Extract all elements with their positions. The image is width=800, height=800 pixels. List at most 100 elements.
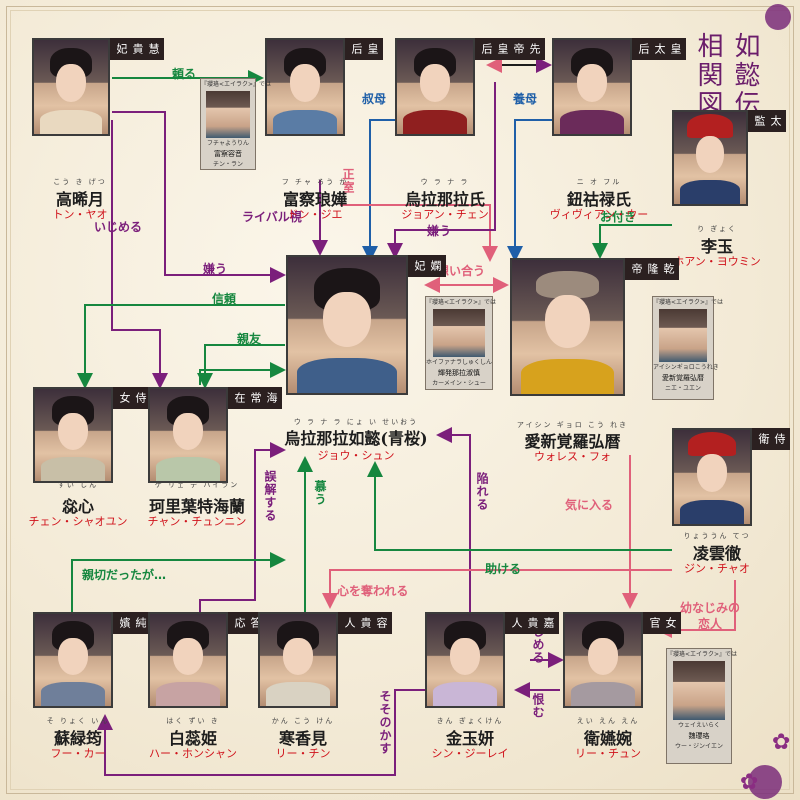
name-ruby: はく ずい き xyxy=(166,717,220,725)
name-ruby: ウ ラ ナ ラ xyxy=(420,178,470,186)
label-shinsetsu: 親切だったが… xyxy=(82,568,167,582)
line-shinsetsu xyxy=(71,552,286,612)
name-ruby: ずい しん xyxy=(57,481,99,489)
line-iyau1 xyxy=(112,111,286,283)
label-rival: ライバル視 xyxy=(242,210,302,224)
portrait xyxy=(33,612,113,708)
portrait xyxy=(258,612,338,708)
portrait xyxy=(286,255,408,395)
name-kanji: 李玉 xyxy=(700,237,733,256)
name-kanji: 鈕祜禄氏 xyxy=(566,190,631,209)
rank-tag: 侍衛 xyxy=(752,428,790,450)
actor-kana: ジン・チャオ xyxy=(684,562,750,575)
name-kanji: 白蕊姫 xyxy=(168,729,217,748)
name-kanji: 烏拉那拉氏 xyxy=(404,190,485,209)
actor-kana: ジョアン・チェン xyxy=(401,208,489,221)
rank-tag: 乾隆帝 xyxy=(625,258,679,280)
name-kanji: 珂里葉特海蘭 xyxy=(148,497,245,516)
line-youbo xyxy=(507,119,552,262)
label-shukubo: 叔母 xyxy=(362,92,387,106)
portrait xyxy=(510,258,625,396)
rank-tag: 女官 xyxy=(643,612,681,634)
portrait xyxy=(148,612,228,708)
label-kiniiru: 気に入る xyxy=(565,498,614,512)
name-kanji: 寒香見 xyxy=(278,729,327,748)
rank-tag: 慧貴妃 xyxy=(110,38,164,60)
inset-kenryu: 『瓔珞<エイラク>』では アイシンギョロこうれき 愛新覚羅弘暦 ニエ・ユエン xyxy=(652,296,723,400)
name-ruby: り ぎょく xyxy=(697,225,737,233)
line-otoshireru xyxy=(436,427,471,612)
rank-tag: 太監 xyxy=(748,110,786,132)
name-ruby: そ りょく いん xyxy=(46,717,110,725)
label-kokoro: 心を奪われる xyxy=(337,584,409,598)
name-ruby: アイシン ギョロ こう れき xyxy=(516,421,629,429)
line-tasukeru xyxy=(367,461,672,551)
actor-kana: チェン・シャオユン xyxy=(28,515,128,528)
label-otsuki: お付き xyxy=(600,210,637,224)
chart-title: 如懿伝 相関図 xyxy=(693,32,760,119)
name-ruby: かん こう けん xyxy=(271,717,335,725)
actor-kana: トン・ヤオ xyxy=(52,208,108,221)
rank-tag: 海常在 xyxy=(228,387,282,409)
portrait xyxy=(33,387,113,483)
label-iyau2: 嫌う xyxy=(427,224,452,238)
actor-kana: フー・カー xyxy=(50,747,106,760)
portrait xyxy=(563,612,643,708)
actor-kana: ハー・ホンシャン xyxy=(149,747,237,760)
actor-kana: ウォレス・フォ xyxy=(534,450,611,463)
name-ruby: こう き げつ xyxy=(53,178,107,186)
label-shitau: 慕う xyxy=(313,480,327,506)
name-kanji: 凌雲徹 xyxy=(692,544,741,563)
portrait xyxy=(148,387,228,483)
portrait xyxy=(395,38,475,136)
name-ruby: ウ ラ ナ ラ にょ い せいおう xyxy=(293,418,419,426)
name-kanji: 愛新覚羅弘暦 xyxy=(524,432,621,451)
line-otsuki xyxy=(592,224,672,259)
label-shinyu: 親友 xyxy=(237,332,262,346)
label-iyau1: 嫌う xyxy=(203,262,228,276)
actor-kana: ヴィヴィアン・ウー xyxy=(549,208,649,221)
line-seishitsu xyxy=(340,204,498,262)
rank-tag: 先帝皇后 xyxy=(475,38,545,60)
corner-blossom xyxy=(765,4,791,30)
actor-kana: シン・ジーレイ xyxy=(431,747,509,760)
label-seishitsu: 正室 xyxy=(341,168,355,194)
label-tanomu: 頼る xyxy=(172,67,197,81)
rank-tag: 純嬪 xyxy=(113,612,151,634)
line-iyau2 xyxy=(387,82,496,259)
actor-kana: ジョウ・シュン xyxy=(317,449,395,462)
portrait xyxy=(672,110,748,206)
name-kanji: 富察琅嬅 xyxy=(282,190,347,209)
label-otoshireru: 陥れる xyxy=(475,472,489,511)
label-osananajimi: 幼なじみの 恋人 xyxy=(680,601,741,631)
name-kanji: 高晞月 xyxy=(55,190,104,209)
line-osananajimi xyxy=(656,580,736,638)
inset-eienen: 『瓔珞<エイラク>』では ウェイえいらく 魏瓔珞 ウー・ジンイエン xyxy=(666,648,737,764)
label-sosonokasu: そそのかす xyxy=(378,690,392,755)
portrait xyxy=(32,38,110,136)
rank-tag: 嫻妃 xyxy=(408,255,446,277)
portrait xyxy=(552,38,632,136)
line-shinrai xyxy=(77,304,285,389)
portrait xyxy=(672,428,752,526)
name-kanji: 衛嬿婉 xyxy=(583,729,632,748)
actor-kana: リー・チュン xyxy=(575,747,641,760)
portrait xyxy=(425,612,505,708)
rank-tag: 皇后 xyxy=(345,38,383,60)
blossom-ornament: ✿ xyxy=(740,770,759,795)
label-shinrai: 信頼 xyxy=(212,292,237,306)
label-omoiau: 想い合う xyxy=(437,264,486,278)
label-youbo: 養母 xyxy=(513,92,538,106)
rank-tag: 嘉貴人 xyxy=(505,612,559,634)
name-ruby: きん ぎょくけん xyxy=(436,717,504,725)
line-ijimeru1 xyxy=(111,120,168,389)
rank-tag: 皇太后 xyxy=(632,38,686,60)
name-kanji: 烏拉那拉如懿(青桜) xyxy=(284,429,428,448)
inset-nyoi: 『瓔珞<エイラク>』では ホイファナラしゅくしん 輝発那拉淑慎 カーメイン・シュ… xyxy=(425,296,496,390)
name-ruby: ケ リェ テ ハイラン xyxy=(154,481,240,489)
label-ijimeru1: いじめる xyxy=(94,220,143,234)
name-kanji: 惢心 xyxy=(61,497,94,516)
label-tasukeru: 助ける xyxy=(485,562,522,576)
